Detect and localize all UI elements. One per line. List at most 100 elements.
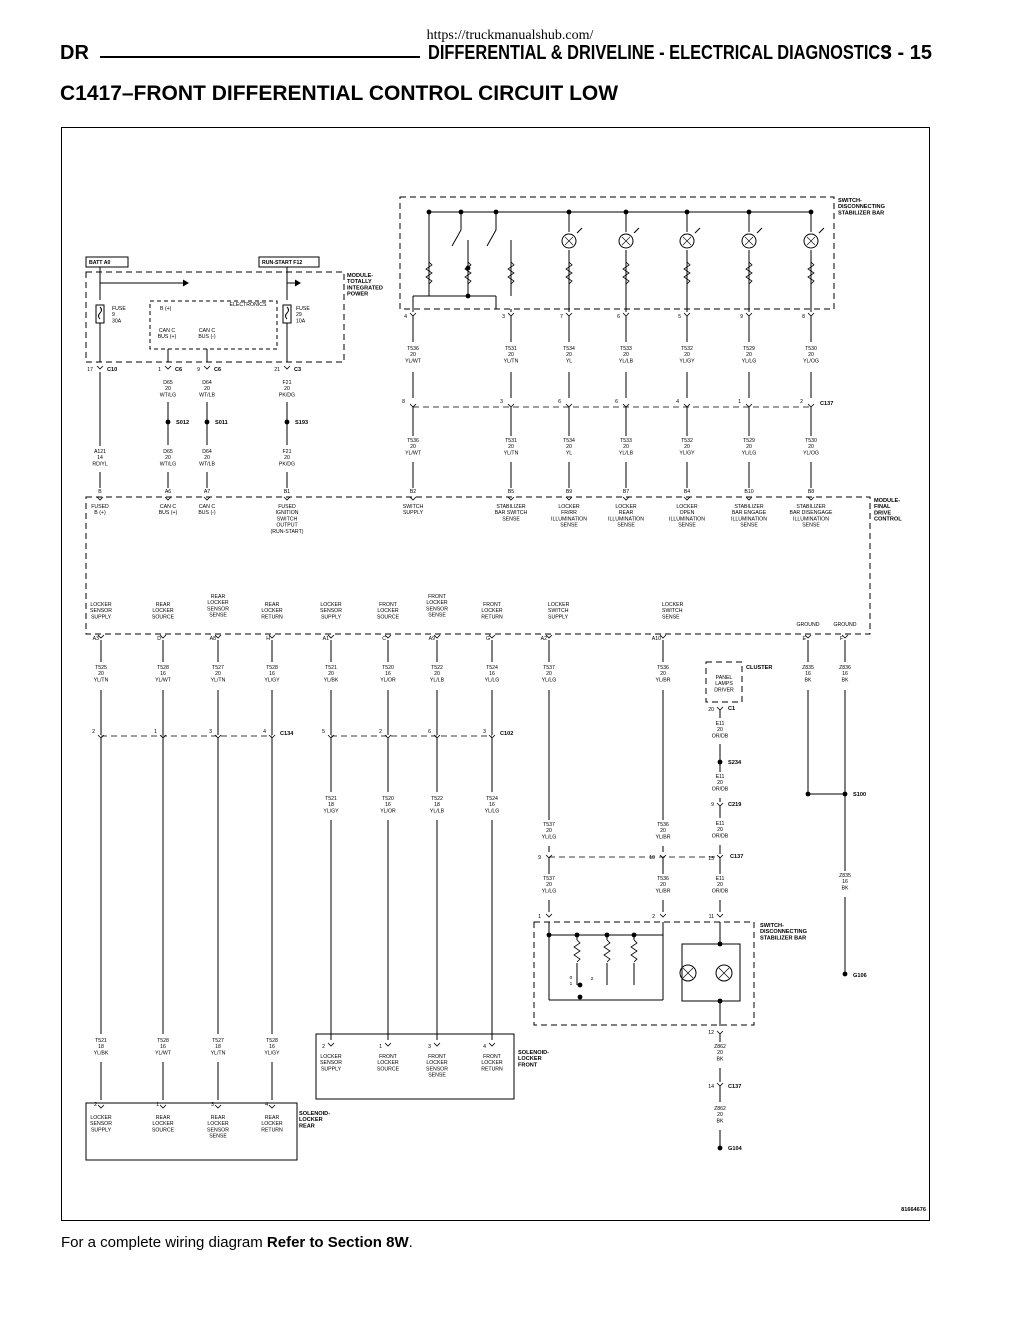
fdcm-pin-label: ILLUMINATION <box>669 516 705 522</box>
source-url[interactable]: https://truckmanualshub.com/ <box>426 28 594 43</box>
fdcm-bottom-label: LOCKER <box>426 600 448 606</box>
fdcm-bottom-label: LOCKER <box>548 602 570 608</box>
tipm-label: MODULE- <box>347 273 373 279</box>
fuse-icon <box>98 306 102 320</box>
splice-label: S012 <box>176 420 189 426</box>
resistor-icon <box>683 261 691 285</box>
wire-code: 20 <box>566 352 572 358</box>
wire-code: 18 <box>215 1044 221 1050</box>
page-title: C1417–FRONT DIFFERENTIAL CONTROL CIRCUIT… <box>60 82 619 105</box>
sds-pin-number: 3 <box>502 314 505 320</box>
wire-code: YL/LG <box>742 450 757 456</box>
fdcm-pin-label: OPEN <box>680 510 695 516</box>
sol-front-pin-number: 1 <box>379 1044 382 1050</box>
c219-pin-number: 9 <box>711 802 714 808</box>
fdcm-pin-label: LOCKER <box>558 504 580 510</box>
fdcm-bottom-label: LOCKER <box>377 608 399 614</box>
fdcm-bottom-label: LOCKER <box>207 600 229 606</box>
sol-rear-pin-label: SOURCE <box>152 1127 175 1133</box>
c137-pin <box>716 854 724 859</box>
sds-bot-pin-number: 1 <box>538 914 541 920</box>
junction-dot <box>577 982 583 988</box>
fdcm-bottom-label: LOCKER <box>261 608 283 614</box>
wire-code: YL/LG <box>542 677 557 683</box>
fdcm-bottom-label: SWITCH <box>662 608 683 614</box>
fdcm-pin-label: FUSED <box>278 504 296 510</box>
fdcm-bottom-pin <box>804 634 812 639</box>
sol-front-pin-label: LOCKER <box>320 1054 342 1060</box>
junction-dot <box>546 932 552 938</box>
lamp-icon <box>744 236 754 246</box>
wire-code: T521 <box>95 1038 107 1044</box>
fuse-icon <box>285 306 289 320</box>
wire-code: OR/DB <box>712 888 729 894</box>
wire-code: YL/WT <box>155 1050 172 1056</box>
wire-code: 20 <box>808 352 814 358</box>
sds-pin-number: 4 <box>404 314 407 320</box>
sol-rear-pin-label: REAR <box>156 1115 171 1121</box>
fdcm-pin <box>96 496 104 501</box>
fdcm-bottom-label: SOURCE <box>152 614 175 620</box>
fdcm-pin-label: ILLUMINATION <box>731 516 767 522</box>
wire-code: T529 <box>743 346 755 352</box>
lamp-icon <box>561 233 577 249</box>
fdcm-label: FINAL <box>874 504 891 510</box>
canc2-label: CAN C <box>199 328 215 334</box>
switch-icon <box>451 229 462 247</box>
c102-pin <box>384 734 392 739</box>
c137-label: C137 <box>730 854 743 860</box>
sol-rear-label: LOCKER <box>299 1117 323 1123</box>
fdcm-pin <box>565 496 573 501</box>
fdcm-pin-label: FR/RR <box>561 510 577 516</box>
wire-code: 20 <box>165 455 171 461</box>
diagram-frame <box>61 127 930 1221</box>
fdcm-bottom-label: SWITCH <box>548 608 569 614</box>
footer-reference[interactable]: Refer to Section 8W <box>266 1234 409 1251</box>
wire-code: T537 <box>543 822 555 828</box>
cluster-pin <box>716 706 724 711</box>
wire-code: 20 <box>546 828 552 834</box>
resistor-icon <box>464 261 472 285</box>
fuse-1-label: FUSE <box>112 306 126 312</box>
fdcm-pin-label: SENSE <box>617 523 635 529</box>
sol-rear-pin-label: LOCKER <box>152 1121 174 1127</box>
wire-code: YL/GY <box>679 450 695 456</box>
wire-code: 16 <box>842 879 848 885</box>
panel-lamps-label: DRIVER <box>714 687 734 693</box>
sol-front-label: FRONT <box>518 1062 538 1068</box>
wire-code: YL/LG <box>542 888 557 894</box>
sol-front-pin-label: FRONT <box>379 1054 398 1060</box>
fdcm-bottom-pin <box>159 634 167 639</box>
c134-pin <box>159 734 167 739</box>
led-arrow-icon <box>576 227 583 234</box>
fdcm-pin-label: SENSE <box>560 523 578 529</box>
wire-code: 20 <box>546 671 552 677</box>
sds-pin <box>409 312 417 317</box>
wire-code: YL/LB <box>619 358 634 364</box>
fdcm-pin-label: SUPPLY <box>403 510 424 516</box>
sol-front-pin-number: 4 <box>483 1044 486 1050</box>
wire-code: Z835 <box>802 665 814 671</box>
fdcm-pin <box>507 496 515 501</box>
wire-code: 20 <box>204 455 210 461</box>
wire-code: PK/DG <box>279 392 295 398</box>
ground-pin-label: GROUND <box>796 622 819 628</box>
fdcm-pin-label: CAN C <box>199 504 215 510</box>
wire-code: T532 <box>681 346 693 352</box>
wire-code: YL/OR <box>380 808 396 814</box>
fdcm-bottom-pin <box>433 634 441 639</box>
fdcm-pin-number: A6 <box>165 489 171 495</box>
fdcm-pin-label: (RUN-START) <box>271 529 304 535</box>
lamp-icon <box>803 233 819 249</box>
wire-code: 20 <box>215 671 221 677</box>
splice-dot <box>717 759 723 765</box>
tipm-label: TOTALLY <box>347 279 372 285</box>
wire-code: 20 <box>684 352 690 358</box>
c134-pin-number: 3 <box>209 729 212 735</box>
c102-pin-number: 2 <box>379 729 382 735</box>
tipm-pin-number: 1 <box>158 367 161 373</box>
c137-pin-number: 10 <box>649 855 655 861</box>
sds-pin-number: 7 <box>560 314 563 320</box>
canc2-label: BUS (-) <box>198 334 216 340</box>
fdcm-bottom-pin <box>545 634 553 639</box>
